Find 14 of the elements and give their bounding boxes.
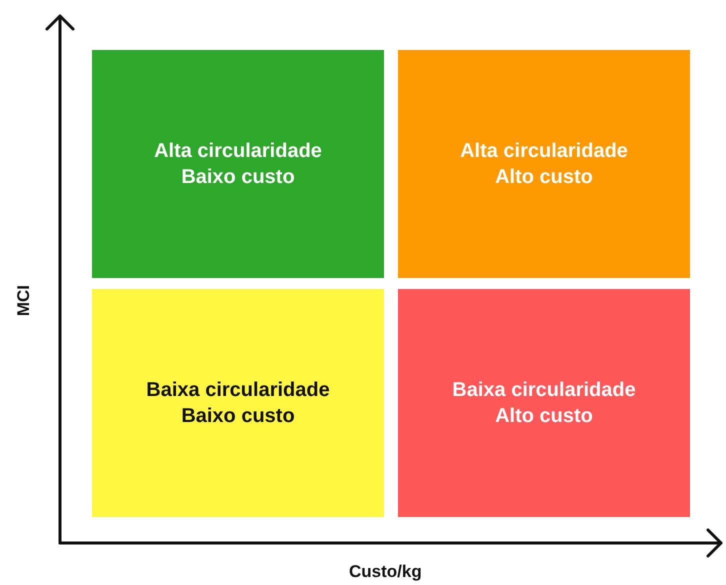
quadrant-label: Alto custo bbox=[495, 165, 593, 190]
y-axis-label: MCI bbox=[14, 284, 34, 316]
quadrant-box bbox=[92, 50, 384, 278]
quadrant-box bbox=[92, 289, 384, 517]
quadrant-label: Baixo custo bbox=[181, 165, 295, 190]
quadrant-label: Alto custo bbox=[495, 404, 593, 429]
quadrant-box bbox=[398, 50, 690, 278]
quadrant-label: Alta circularidade bbox=[154, 139, 322, 164]
quadrant-label: Baixo custo bbox=[181, 404, 295, 429]
quadrant-box bbox=[398, 289, 690, 517]
quadrant-label: Alta circularidade bbox=[460, 139, 628, 164]
quadrant-label: Baixa circularidade bbox=[452, 378, 636, 403]
x-axis-label: Custo/kg bbox=[349, 562, 422, 582]
quadrant-label: Baixa circularidade bbox=[146, 378, 330, 403]
